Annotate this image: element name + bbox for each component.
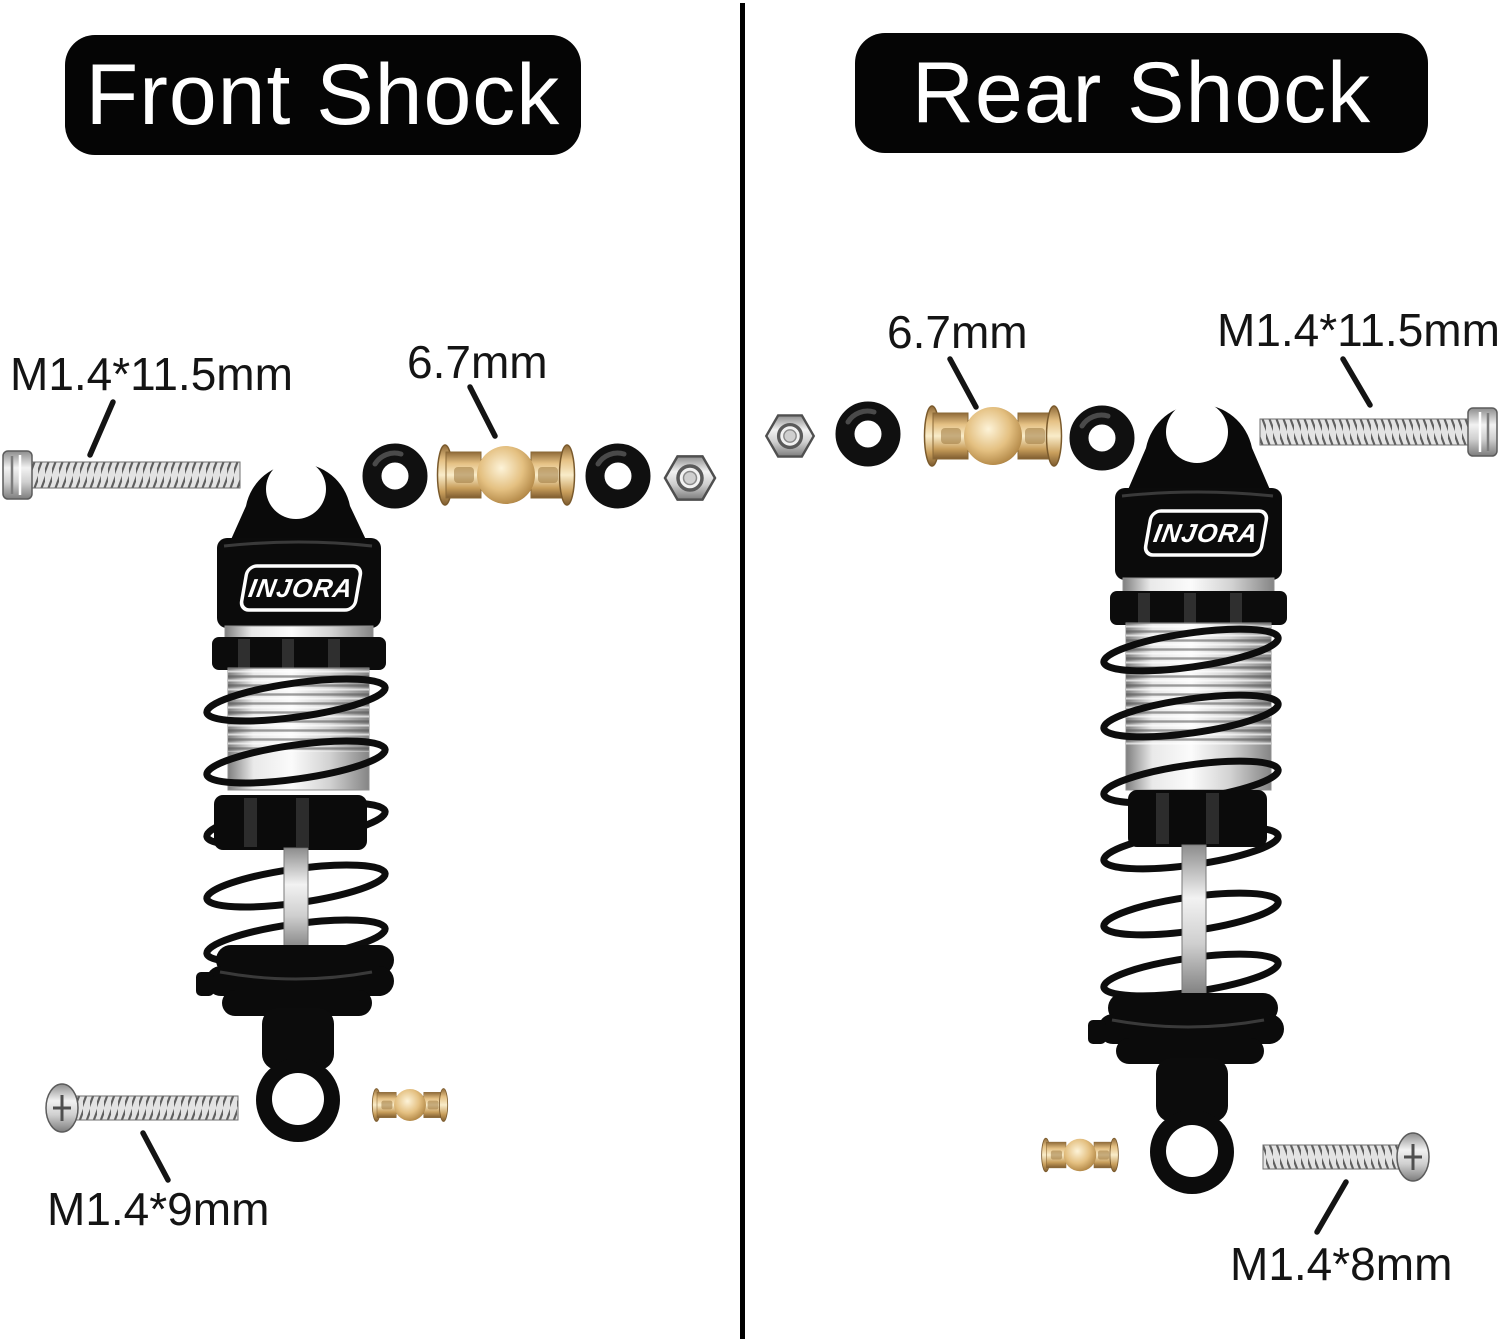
front-top-screw-label: M1.4*11.5mm	[10, 348, 293, 400]
front-brand-text: INJORA	[246, 573, 355, 603]
hex-nut	[663, 454, 717, 502]
front-shock-diagram: INJORA	[2, 384, 717, 1183]
rear-top-cap-screw	[1259, 407, 1498, 457]
front-lower-perch	[196, 945, 394, 1016]
o-ring	[372, 453, 418, 499]
front-injora-logo: INJORA	[239, 564, 363, 612]
rear-bottom-eyelet-hole	[1166, 1125, 1218, 1177]
leader-line	[87, 399, 116, 458]
front-bottom-eyelet-hole	[272, 1073, 324, 1125]
hex-nut	[764, 413, 816, 459]
rear-ball-label: 6.7mm	[887, 306, 1028, 358]
rear-cap-seat	[1122, 577, 1275, 593]
rear-rod-end-stem	[1156, 1058, 1228, 1122]
o-ring	[1079, 415, 1125, 461]
leader-line	[947, 356, 979, 410]
panel-divider	[740, 3, 745, 1339]
rear-shock-absorber: INJORA	[1088, 401, 1287, 1194]
rear-top-eyelet-hole	[1166, 401, 1228, 463]
leader-line	[140, 1130, 171, 1183]
rear-preload-collar	[1110, 591, 1287, 625]
front-shock-absorber: INJORA	[196, 459, 394, 1142]
brass-pivot-ball	[923, 405, 1063, 467]
front-middle-collar	[214, 795, 367, 850]
front-cap	[217, 538, 381, 628]
rear-middle-collar	[1128, 790, 1267, 847]
front-preload-collar	[212, 637, 386, 670]
rear-shock-title-badge: Rear Shock	[855, 33, 1428, 153]
rear-shaft	[1181, 844, 1207, 998]
rear-shock-title: Rear Shock	[911, 44, 1372, 141]
rear-lower-perch	[1088, 993, 1284, 1064]
brass-pivot-ball	[371, 1088, 449, 1122]
brass-pivot-ball	[436, 444, 576, 506]
front-top-cap-screw	[2, 450, 241, 500]
rear-injora-logo: INJORA	[1143, 509, 1269, 557]
rear-shock-diagram: INJORA	[764, 356, 1498, 1235]
front-ball-label: 6.7mm	[407, 336, 548, 388]
leader-line	[1340, 356, 1373, 408]
front-shock-title: Front Shock	[85, 46, 561, 143]
rear-top-screw-label: M1.4*11.5mm	[1217, 304, 1500, 356]
leader-line	[467, 384, 498, 439]
front-rod-end-stem	[262, 1008, 334, 1070]
leader-line	[1314, 1179, 1349, 1235]
rear-bottom-pan-screw	[1262, 1132, 1430, 1182]
brass-pivot-ball	[1041, 1137, 1119, 1173]
front-shock-title-badge: Front Shock	[65, 35, 581, 155]
o-ring	[845, 411, 891, 457]
front-bottom-pan-screw	[45, 1083, 239, 1133]
front-shaft	[283, 847, 309, 953]
rear-bottom-screw-label: M1.4*8mm	[1230, 1238, 1453, 1290]
front-top-eyelet-hole	[266, 459, 326, 519]
o-ring	[595, 453, 641, 499]
rear-brand-text: INJORA	[1151, 518, 1260, 548]
front-bottom-screw-label: M1.4*9mm	[47, 1183, 270, 1235]
